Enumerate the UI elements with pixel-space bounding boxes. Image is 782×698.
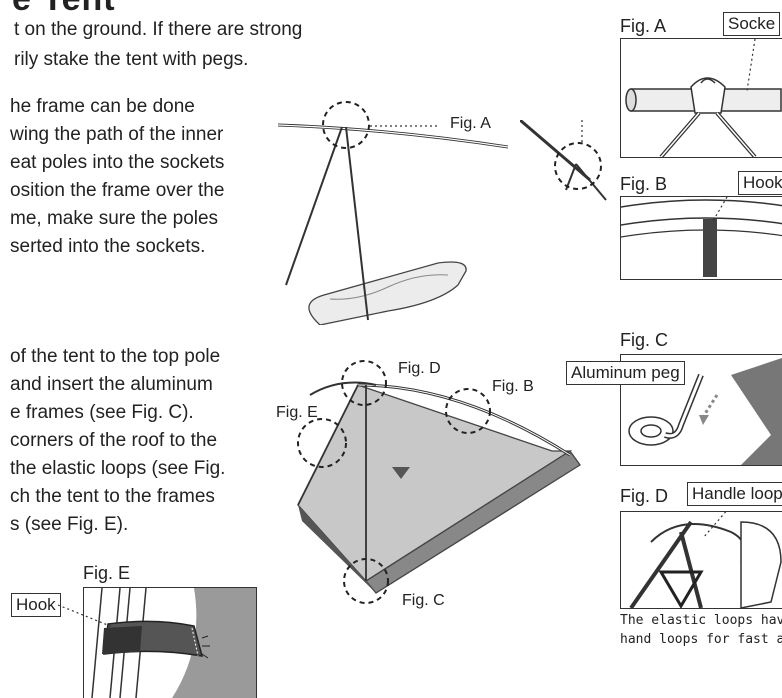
paragraph-2-line-2: wing the path of the inner [10, 124, 224, 145]
paragraph-3-line-2: and insert the aluminum [10, 374, 213, 395]
fig-a-socket-callout: Socke [723, 12, 781, 36]
fig-e-hook-callout: Hook [11, 593, 61, 617]
caption-line-1: The elastic loops hav [620, 613, 782, 628]
frame-assembly-diagram-right [520, 120, 607, 201]
paragraph-3-line-3: e frames (see Fig. C). [10, 402, 194, 423]
caption-line-2: hand loops for fast an [620, 632, 782, 647]
fig-e-panel [83, 587, 257, 698]
fig-b-hook-callout: Hook [738, 171, 782, 195]
fig-c-aluminum-peg-callout: Aluminum peg [566, 361, 685, 385]
paragraph-2-line-4: osition the frame over the [10, 180, 225, 201]
fig-e-illustration [91, 588, 256, 698]
frame-assembly-diagram [277, 101, 508, 325]
paragraph-2-line-3: eat poles into the sockets [10, 152, 225, 173]
pitched-tent-diagram [297, 360, 581, 604]
fig-c-illustration [628, 358, 782, 465]
paragraph-2-line-5: me, make sure the poles [10, 208, 219, 229]
fig-a-illustration [625, 39, 782, 157]
fig-b-panel [620, 196, 782, 280]
fig-d-handle-loop-callout: Handle loop [687, 482, 782, 506]
paragraph-1-line-2: rily stake the tent with pegs. [14, 49, 249, 70]
paragraph-2-line-6: serted into the sockets. [10, 236, 206, 257]
fig-b-illustration [621, 197, 782, 277]
paragraph-3-line-1: of the tent to the top pole [10, 346, 221, 367]
fig-d-illustration [629, 512, 782, 608]
page-title: e Tent [12, 0, 116, 19]
fig-e-label: Fig. E [83, 563, 131, 583]
diagram2-fig-c-callout: Fig. C [402, 592, 445, 609]
paragraph-3-line-7: s (see Fig. E). [10, 514, 129, 535]
fig-b-label: Fig. B [620, 174, 668, 194]
paragraph-3-line-6: ch the tent to the frames [10, 486, 215, 507]
fig-a-label: Fig. A [620, 16, 667, 36]
diagram2-fig-b-callout: Fig. B [492, 378, 534, 395]
paragraph-3-line-5: the elastic loops (see Fig. [10, 458, 226, 479]
fig-a-panel [620, 38, 782, 158]
diagram2-fig-e-callout: Fig. E [276, 404, 318, 421]
diagram1-fig-a-callout: Fig. A [450, 115, 491, 132]
fig-c-label: Fig. C [620, 330, 669, 350]
paragraph-3-line-4: corners of the roof to the [10, 430, 218, 451]
diagram2-fig-d-callout: Fig. D [398, 360, 441, 377]
paragraph-2-line-1: he frame can be done [10, 96, 195, 117]
paragraph-1-line-1: t on the ground. If there are strong [14, 19, 303, 40]
fig-d-label: Fig. D [620, 486, 669, 506]
fig-d-panel [620, 511, 782, 609]
